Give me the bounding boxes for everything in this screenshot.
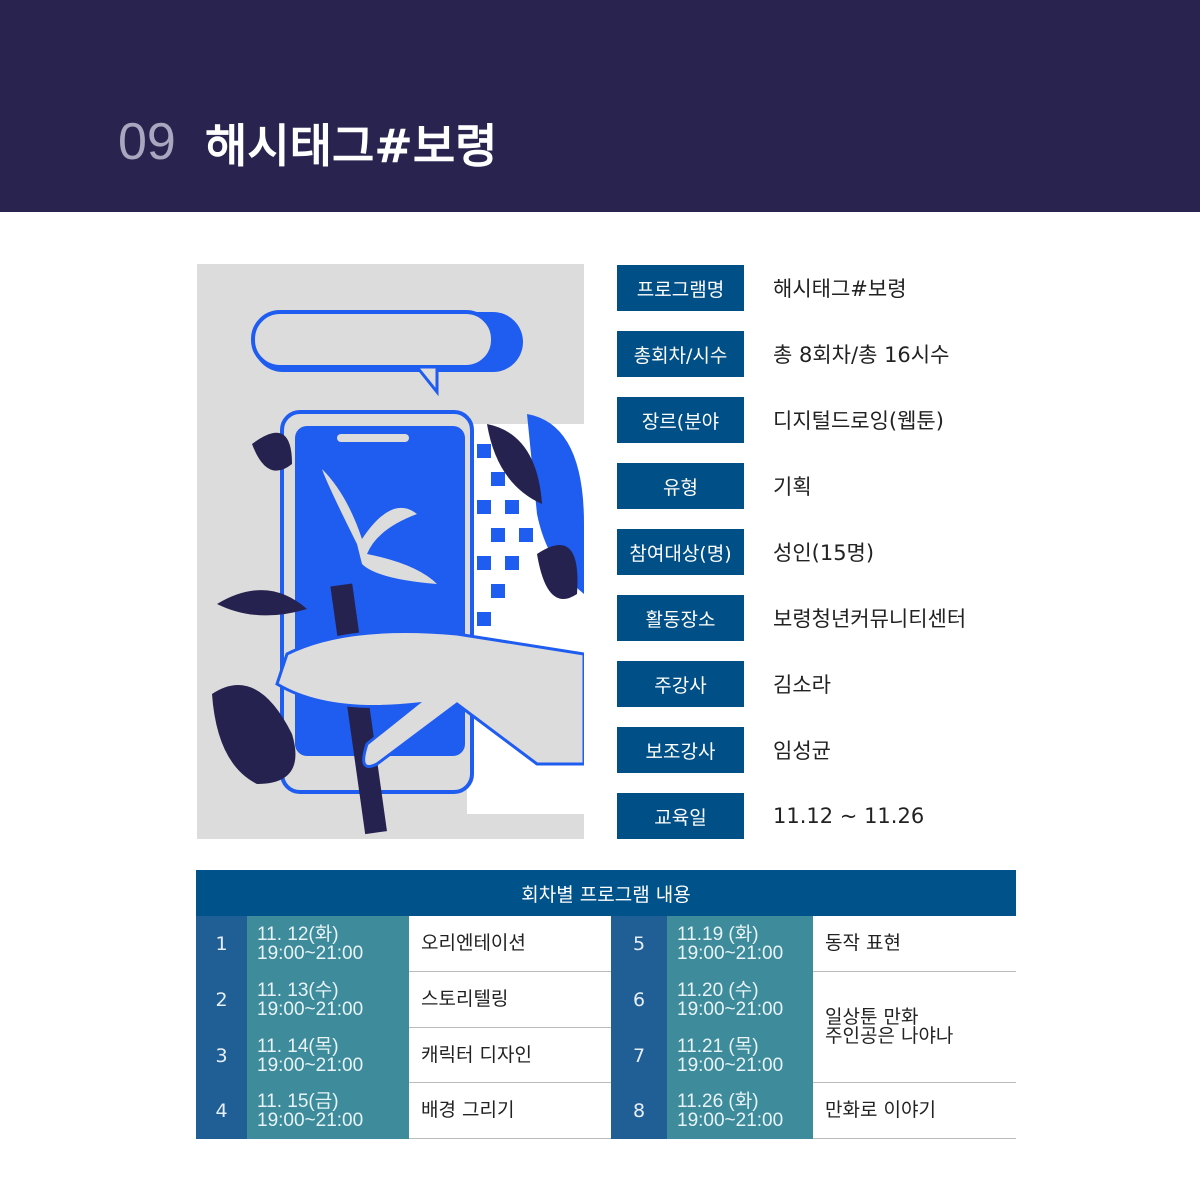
session-number: 3 [196, 1028, 247, 1083]
session-datetime: 11.19 (화)19:00~21:00 [667, 916, 813, 972]
session-date: 11. 14(목) [257, 1035, 339, 1057]
info-label-instructor: 주강사 [617, 661, 744, 707]
session-time: 19:00~21:00 [257, 999, 364, 1020]
session-time: 19:00~21:00 [677, 1054, 784, 1076]
info-value-sessions: 총 8회차/총 16시수 [773, 343, 950, 367]
session-number-text: 7 [632, 1044, 646, 1067]
session-content-text: 캐릭터 디자인 [421, 1043, 532, 1066]
info-label-type: 유형 [617, 463, 744, 509]
session-content-text: 스토리텔링 [421, 988, 509, 1010]
info-value-venue: 보령청년커뮤니티센터 [773, 607, 967, 631]
info-label-sessions: 총회차/시수 [617, 331, 744, 377]
info-value-assistant: 임성균 [773, 739, 831, 763]
session-number: 5 [611, 916, 667, 972]
page-header: 09 해시태그#보령 [0, 0, 1200, 212]
info-label-assistant: 보조강사 [617, 727, 744, 773]
session-number-text: 3 [215, 1044, 228, 1067]
session-time: 19:00~21:00 [677, 943, 784, 964]
session-time: 19:00~21:00 [257, 1110, 364, 1131]
session-number: 1 [196, 916, 247, 972]
session-content-text: 배경 그리기 [421, 1099, 515, 1121]
session-content-text: 동작 표현 [825, 932, 901, 954]
session-datetime: 11.26 (화)19:00~21:00 [667, 1083, 813, 1139]
session-date: 11.21 (목) [677, 1035, 759, 1057]
session-content-text: 만화로 이야기 [825, 1099, 936, 1121]
session-datetime: 11. 14(목)19:00~21:00 [247, 1028, 409, 1083]
section-number: 09 [118, 113, 176, 171]
session-number: 4 [196, 1083, 247, 1139]
info-value-type: 기획 [773, 475, 812, 499]
session-datetime: 11. 13(수)19:00~21:00 [247, 972, 409, 1028]
info-value-target: 성인(15명) [773, 541, 875, 565]
session-number-text: 8 [632, 1100, 646, 1122]
info-label-name: 프로그램명 [617, 265, 744, 311]
page-title: 해시태그#보령 [205, 119, 498, 173]
session-datetime: 11.20 (수)19:00~21:00 [667, 972, 813, 1028]
session-number: 6 [611, 972, 667, 1028]
session-number-text: 1 [215, 933, 228, 955]
info-value-dates: 11.12 ~ 11.26 [773, 804, 925, 828]
session-number: 2 [196, 972, 247, 1028]
session-content: 일상툰 만화 [825, 1006, 919, 1028]
info-value-name: 해시태그#보령 [773, 277, 907, 301]
session-number: 8 [611, 1083, 667, 1139]
session-number-text: 6 [632, 989, 646, 1011]
info-label-target: 참여대상(명) [617, 529, 744, 575]
session-date: 11.20 (수) [677, 980, 759, 1001]
session-time: 19:00~21:00 [257, 1054, 364, 1076]
session-content-text: 오리엔테이션 [421, 932, 526, 954]
info-label-venue: 활동장소 [617, 595, 744, 641]
session-number-text: 5 [632, 933, 646, 955]
session-number-text: 4 [215, 1100, 228, 1122]
session-content: 스토리텔링 [409, 972, 611, 1028]
session-time: 19:00~21:00 [677, 999, 784, 1020]
session-content: 오리엔테이션 [409, 916, 611, 972]
session-content: 만화로 이야기 [813, 1083, 1016, 1139]
session-number-text: 2 [215, 989, 228, 1011]
session-datetime: 11. 15(금)19:00~21:00 [247, 1083, 409, 1139]
session-content: 동작 표현 [813, 916, 1016, 972]
info-value-instructor: 김소라 [773, 673, 831, 697]
session-content: 주인공은 나야나 [825, 1025, 954, 1047]
session-date: 11.19 (화) [677, 924, 759, 945]
session-date: 11.26 (화) [677, 1091, 759, 1112]
session-date: 11. 13(수) [257, 980, 339, 1001]
session-content: 캐릭터 디자인 [409, 1028, 611, 1083]
session-date: 11. 12(화) [257, 924, 339, 945]
illustration-phone-drawing [197, 264, 584, 839]
session-content: 배경 그리기 [409, 1083, 611, 1139]
info-value-genre: 디지털드로잉(웹툰) [773, 409, 944, 433]
session-number: 7 [611, 1028, 667, 1083]
session-datetime: 11. 12(화)19:00~21:00 [247, 916, 409, 972]
schedule-title: 회차별 프로그램 내용 [196, 870, 1016, 916]
info-label-dates: 교육일 [617, 793, 744, 839]
session-time: 19:00~21:00 [257, 943, 364, 964]
session-datetime: 11.21 (목)19:00~21:00 [667, 1028, 813, 1083]
info-label-genre: 장르(분야 [617, 397, 744, 443]
session-date: 11. 15(금) [257, 1091, 339, 1112]
session-time: 19:00~21:00 [677, 1110, 784, 1131]
